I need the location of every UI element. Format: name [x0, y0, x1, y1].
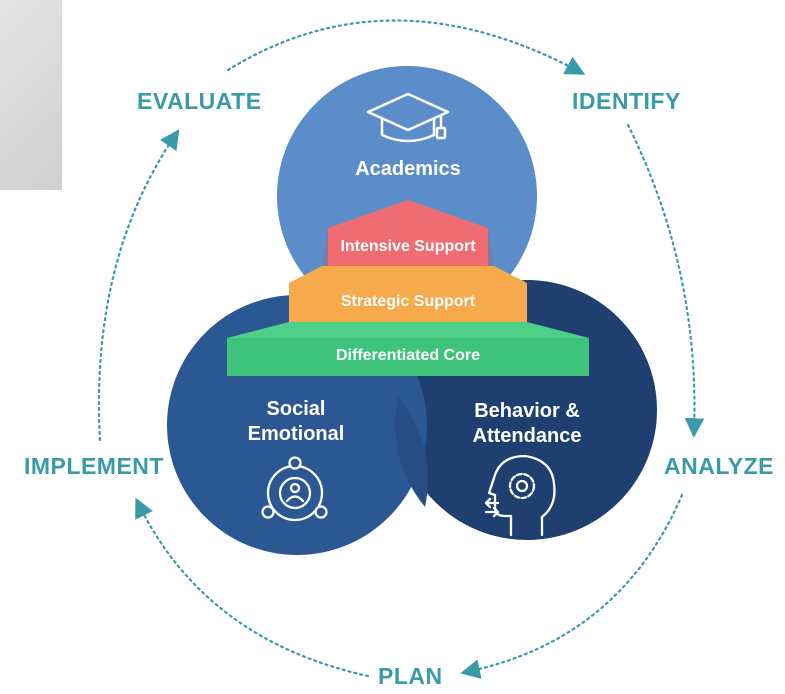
strategic-tier-box: [289, 283, 527, 322]
arrow-evaluate-to-identify: [226, 19, 586, 75]
social-emotional-label-line-1: Social: [266, 398, 326, 420]
arrow-identify-to-analyze: [626, 123, 705, 438]
corner-gray-panel: [0, 0, 62, 190]
differentiated-core-label: Differentiated Core: [335, 347, 481, 364]
head-gear-icon: [484, 454, 556, 537]
graduation-cap-icon: [366, 92, 450, 143]
stage-evaluate: EVALUATE: [137, 88, 262, 114]
intensive-tier-box: [328, 228, 488, 266]
core-tier-box: [227, 338, 589, 376]
strategic-tier-roof: [289, 266, 527, 283]
social-emotional-label: Social Emotional: [236, 397, 356, 447]
stage-implement: IMPLEMENT: [24, 453, 164, 479]
behavior-attendance-label-line-2: Attendance: [472, 425, 582, 447]
arrow-implement-to-evaluate: [97, 129, 180, 442]
academics-label: Academics: [355, 158, 461, 180]
stage-identify: IDENTIFY: [572, 88, 681, 114]
stage-analyze: ANALYZE: [664, 453, 774, 479]
strategic-support-label: Strategic Support: [340, 293, 476, 310]
behavior-attendance-overlap: [395, 397, 428, 507]
behavior-attendance-label-line-1: Behavior &: [474, 400, 580, 422]
cycle-arrows: [97, 19, 705, 679]
stage-plan: PLAN: [378, 663, 443, 689]
intensive-tier-roof: [328, 200, 488, 228]
arrow-analyze-to-plan: [460, 493, 684, 679]
behavior-attendance-label: Behavior & Attendance: [452, 399, 602, 449]
person-network-icon: [261, 456, 328, 522]
arrow-plan-to-implement: [135, 497, 370, 678]
intensive-support-label: Intensive Support: [340, 238, 476, 255]
social-emotional-label-line-2: Emotional: [247, 423, 345, 445]
core-tier-roof: [227, 322, 589, 338]
tier-pyramid: [227, 200, 589, 376]
